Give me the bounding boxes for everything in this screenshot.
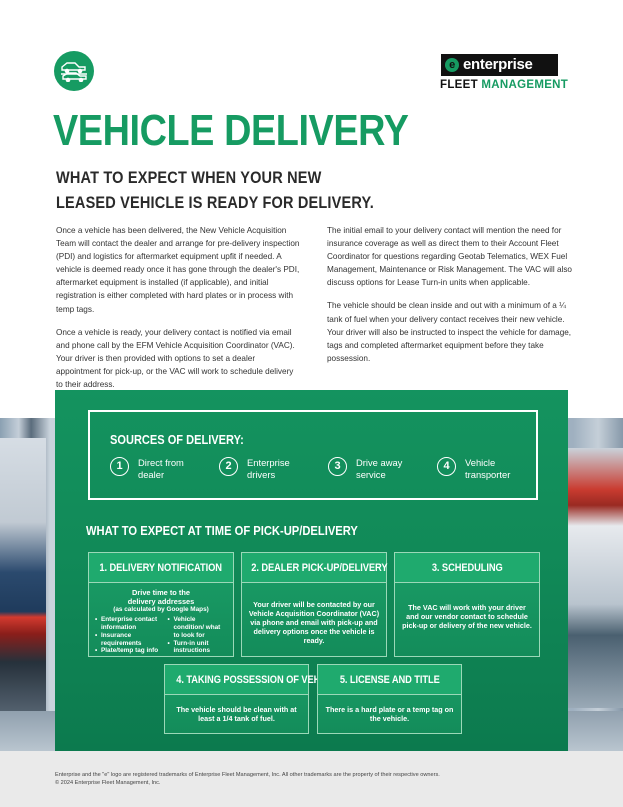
card-title: 5. LICENSE AND TITLE xyxy=(318,665,461,695)
source-number: 1 xyxy=(110,457,129,476)
list-item: Turn-in unit instructions xyxy=(167,640,227,656)
card-body: There is a hard plate or a temp tag on t… xyxy=(325,705,454,723)
card-body: The VAC will work with your driver and o… xyxy=(402,603,532,630)
card-dealer-pickup-delivery: 2. DEALER PICK-UP/DELIVERY Your driver w… xyxy=(241,552,388,657)
card-taking-possession: 4. TAKING POSSESSION OF VEHICLE The vehi… xyxy=(164,664,341,734)
list-item: Insurance requirements xyxy=(95,632,167,648)
source-label: Direct from dealer xyxy=(138,457,184,480)
card-title: 1. DELIVERY NOTIFICATION xyxy=(89,553,233,583)
logo-e-icon: e xyxy=(445,58,459,72)
card-license-and-title: 5. LICENSE AND TITLE There is a hard pla… xyxy=(317,664,462,734)
sources-of-delivery-box: SOURCES OF DELIVERY: 1 Direct from deale… xyxy=(88,410,538,500)
list-item: Plate/temp tag info xyxy=(95,647,167,655)
source-label: Drive away service xyxy=(356,457,403,480)
car-carrier-right-image xyxy=(567,448,623,708)
source-item: 4 Vehicle transporter xyxy=(437,457,525,481)
list-item: Enterprise contact information xyxy=(95,616,167,632)
logo-wordmark: e enterprise xyxy=(441,54,558,76)
source-number: 4 xyxy=(437,457,456,476)
card-scheduling: 3. SCHEDULING The VAC will work with you… xyxy=(394,552,540,657)
card-body: The vehicle should be clean with at leas… xyxy=(176,705,297,723)
sources-title: SOURCES OF DELIVERY: xyxy=(110,432,244,447)
source-item: 2 Enterprise drivers xyxy=(219,457,307,481)
card-body: Drive time to the delivery addresses (as… xyxy=(89,588,233,655)
body-column-left: Once a vehicle has been delivered, the N… xyxy=(56,224,302,401)
source-label: Enterprise drivers xyxy=(247,457,290,480)
card-title: 3. SCHEDULING xyxy=(395,553,539,583)
card-title: 4. TAKING POSSESSION OF VEHICLE xyxy=(165,665,341,695)
footer-legal: Enterprise and the "e" logo are register… xyxy=(55,772,440,786)
body-paragraph: The vehicle should be clean inside and o… xyxy=(327,301,572,363)
body-paragraph: Once a vehicle is ready, your delivery c… xyxy=(56,327,295,390)
card-title: 2. DEALER PICK-UP/DELIVERY xyxy=(242,553,388,583)
logo-subtitle: FLEET MANAGEMENT xyxy=(440,79,569,91)
source-number: 3 xyxy=(328,457,347,476)
source-label: Vehicle transporter xyxy=(465,457,511,480)
body-paragraph: Once a vehicle has been delivered, the N… xyxy=(56,226,300,314)
source-item: 1 Direct from dealer xyxy=(110,457,198,481)
source-item: 3 Drive away service xyxy=(328,457,416,481)
page-title: VEHICLE DELIVERY xyxy=(53,106,409,155)
list-item: Vehicle condition/ what to look for xyxy=(167,616,227,639)
notification-lists: Enterprise contact information Insurance… xyxy=(95,616,227,655)
vehicle-carrier-icon xyxy=(54,51,94,91)
card-delivery-notification: 1. DELIVERY NOTIFICATION Drive time to t… xyxy=(88,552,234,657)
body-column-right: The initial email to your delivery conta… xyxy=(327,224,573,375)
expect-section-title: WHAT TO EXPECT AT TIME OF PICK-UP/DELIVE… xyxy=(86,523,358,538)
footer-band xyxy=(0,751,623,807)
enterprise-logo: e enterprise FLEET MANAGEMENT xyxy=(440,54,570,91)
truck-left-image xyxy=(0,438,46,718)
page-subtitle: WHAT TO EXPECT WHEN YOUR NEW LEASED VEHI… xyxy=(56,169,374,212)
body-paragraph: The initial email to your delivery conta… xyxy=(327,226,572,288)
source-number: 2 xyxy=(219,457,238,476)
card-body: Your driver will be contacted by our Veh… xyxy=(248,600,380,645)
